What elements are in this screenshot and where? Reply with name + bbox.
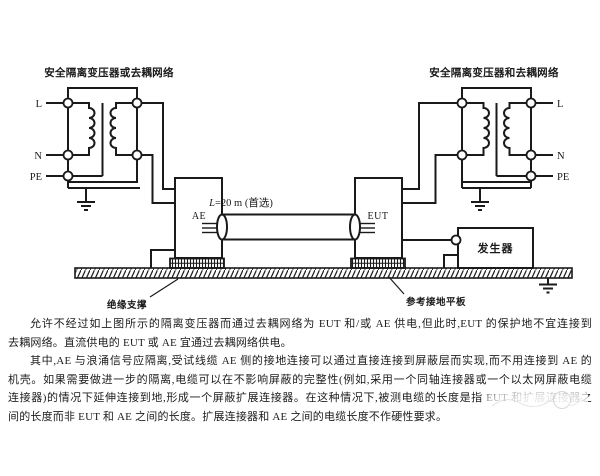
right-supply-wires	[402, 102, 462, 268]
node-right-in-mid	[456, 149, 468, 161]
right-transformer-title: 安全隔离变压器和去耦网络	[429, 66, 559, 79]
right-terminal-l-label: L	[557, 99, 563, 110]
cable-length-value: =20 m (首选)	[215, 196, 273, 209]
plane-earth-symbol	[539, 278, 557, 294]
body-text-line: 去耦网络。直流供电的 EUT 或 AE 宜通过去耦网络供电。	[8, 336, 292, 349]
cable-length-symbol: L	[208, 198, 215, 209]
insulation-supports	[169, 257, 406, 269]
body-text-line: 连接器)的情况下延伸连接到地,形成一个屏蔽扩展连接器。在这种情况下,被测电缆的长…	[8, 392, 592, 405]
ae-cable-whiskers	[202, 222, 217, 234]
node-right-in-top	[456, 97, 468, 109]
node-right-pe	[525, 170, 537, 182]
body-text-line: 间的长度而非 EUT 和 AE 之间的长度。扩展连接器和 AE 之间的电缆长度不…	[8, 410, 448, 423]
reference-plane-leader-line	[387, 275, 405, 295]
generator-box	[457, 227, 534, 269]
eut-label: EUT	[368, 211, 389, 222]
left-terminal-pe-label: PE	[30, 172, 42, 183]
node-left-n	[62, 149, 74, 161]
right-terminal-n-label: N	[557, 151, 565, 162]
left-mains-stubs	[46, 102, 68, 177]
generator-label: 发生器	[477, 241, 514, 255]
connection-nodes	[62, 97, 537, 246]
body-text-line: 机壳。如果需要做进一步的隔离,电缆可以在不影响屏蔽的完整性(例如,采用一个同轴连…	[8, 373, 592, 386]
left-transformer-box	[67, 87, 138, 183]
left-terminal-l-label: L	[36, 99, 42, 110]
right-transformer-box	[461, 87, 532, 183]
surge-test-setup-diagram: 安全隔离变压器或去耦网络 安全隔离变压器和去耦网络 L N PE AE	[30, 66, 573, 311]
left-transformer-title: 安全隔离变压器或去耦网络	[44, 66, 174, 79]
reference-plane-callout: 参考接地平板	[405, 296, 466, 308]
body-text-line: 允许不经过如上图所示的隔离变压器而通过去耦网络为 EUT 和/或 AE 供电,但…	[30, 318, 592, 330]
node-left-pe	[62, 170, 74, 182]
insulation-support-leader-line	[149, 278, 179, 298]
right-secondary-coil	[466, 102, 490, 156]
right-terminal-pe-label: PE	[557, 172, 569, 183]
body-text-line: 其中,AE 与浪涌信号应隔离,受试线缆 AE 侧的接地连接可以通过直接连接到屏蔽…	[30, 355, 592, 368]
left-transformer-symbol	[67, 87, 140, 189]
left-l-wire	[137, 102, 175, 190]
shielded-cable	[216, 213, 361, 241]
body-text-block: 允许不经过如上图所示的隔离变压器而通过去耦网络为 EUT 和/或 AE 供电,但…	[8, 315, 592, 427]
eut-cable-whiskers	[360, 222, 375, 234]
left-earth-symbol	[77, 188, 95, 211]
insulation-support-callout: 绝缘支撑	[107, 299, 147, 311]
cable-length-label: L=20 m (首选)	[208, 196, 273, 209]
node-right-n	[525, 149, 537, 161]
reference-ground-plane	[74, 267, 573, 279]
right-mains-stubs	[531, 102, 553, 177]
left-supply-wires	[137, 102, 175, 268]
ae-label: AE	[192, 211, 206, 222]
right-earth-symbol	[471, 188, 489, 211]
right-l-wire	[402, 102, 462, 190]
left-n-wire	[137, 154, 175, 204]
right-transformer-symbol	[461, 87, 532, 189]
right-primary-coil	[503, 102, 527, 156]
node-left-out-top	[131, 97, 143, 109]
left-terminal-n-label: N	[34, 151, 42, 162]
left-secondary-coil	[109, 102, 133, 156]
node-left-l	[62, 97, 74, 109]
ae-ground-step-wire	[150, 249, 175, 268]
node-left-out-mid	[131, 149, 143, 161]
left-primary-coil	[72, 102, 96, 156]
node-generator-input	[450, 234, 462, 246]
cable-end-ellipse-ae	[216, 213, 228, 241]
cable-end-ellipse-eut	[349, 213, 361, 241]
generator-ground-step-wire	[443, 254, 458, 268]
node-right-l	[525, 97, 537, 109]
right-n-wire	[402, 154, 462, 204]
